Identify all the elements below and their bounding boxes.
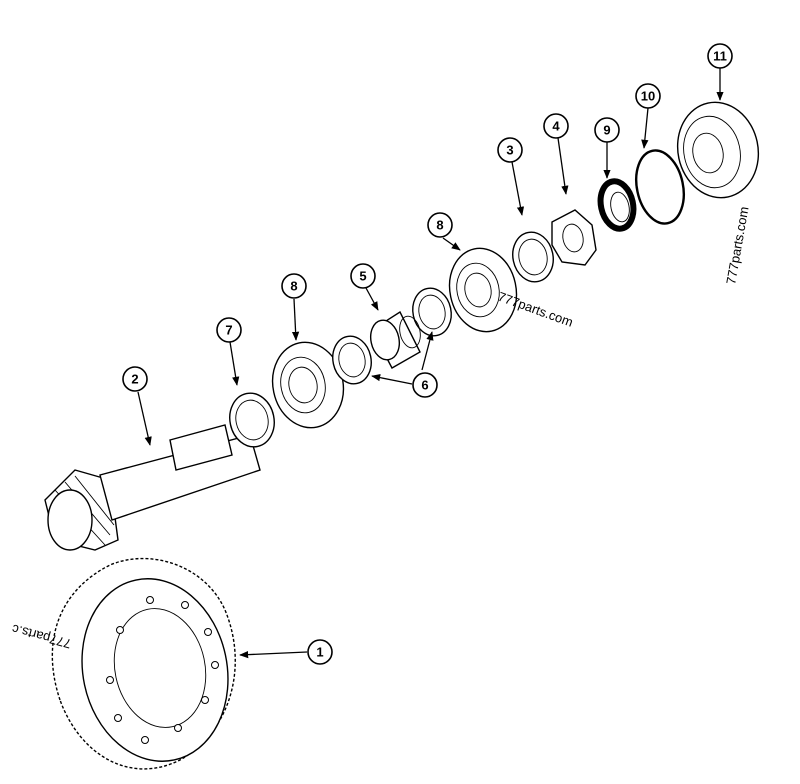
callout-2: 2 xyxy=(122,366,148,392)
svg-text:5: 5 xyxy=(359,269,366,284)
seal-9-part xyxy=(597,178,637,232)
svg-text:3: 3 xyxy=(506,143,513,158)
svg-text:7: 7 xyxy=(225,323,232,338)
callout-1: 1 xyxy=(307,639,333,665)
callout-11: 11 xyxy=(707,43,733,69)
nut-4-part xyxy=(551,209,597,266)
spacer-5-part xyxy=(369,310,421,369)
callout-7: 7 xyxy=(216,317,242,343)
callout-8a: 8 xyxy=(281,273,307,299)
svg-text:11: 11 xyxy=(713,49,727,64)
svg-text:9: 9 xyxy=(603,123,610,138)
callout-3: 3 xyxy=(497,137,523,163)
callout-9: 9 xyxy=(594,117,620,143)
svg-text:10: 10 xyxy=(641,89,655,104)
svg-text:2: 2 xyxy=(131,372,138,387)
callout-5: 5 xyxy=(350,263,376,289)
svg-text:8: 8 xyxy=(290,279,297,294)
callout-4: 4 xyxy=(543,113,569,139)
callout-6: 6 xyxy=(412,372,438,398)
pinion-shaft-part xyxy=(44,424,261,551)
svg-text:4: 4 xyxy=(552,119,560,134)
svg-text:6: 6 xyxy=(421,378,428,393)
lock-washer-3-part xyxy=(512,231,554,283)
svg-text:8: 8 xyxy=(436,218,443,233)
snap-ring-10-part xyxy=(635,149,685,225)
callout-10: 10 xyxy=(635,83,661,109)
bearing-8a-part xyxy=(271,341,345,429)
shim-6b-part xyxy=(412,287,452,337)
leader-lines xyxy=(137,68,724,659)
bearing-8b-part xyxy=(448,247,518,333)
housing-11-part xyxy=(676,101,760,199)
callout-8b: 8 xyxy=(427,212,453,238)
ring-gear-part xyxy=(51,557,236,770)
shim-7-part xyxy=(229,392,275,448)
svg-text:1: 1 xyxy=(316,645,323,660)
watermark-right: 777parts.com xyxy=(723,205,751,285)
shim-6a-part xyxy=(332,335,372,385)
